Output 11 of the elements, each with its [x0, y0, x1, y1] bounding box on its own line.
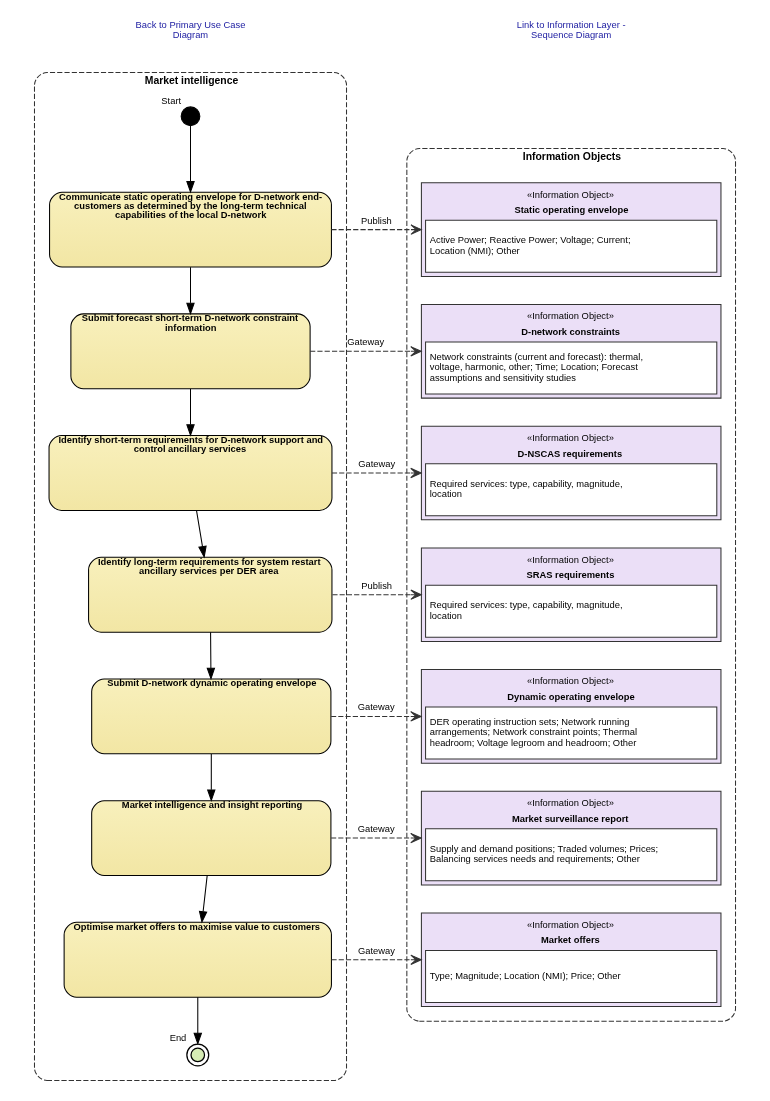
- edge-label: Gateway: [357, 702, 395, 713]
- edge-label: Gateway: [347, 337, 385, 348]
- node-label: Start: [161, 95, 182, 106]
- edge-label: Publish: [361, 215, 392, 226]
- edge-label: Gateway: [357, 824, 395, 835]
- label: Link to Information Layer - Sequence Diagram: [516, 20, 626, 41]
- edge-label: Publish: [361, 580, 393, 591]
- edge-label: Gateway: [357, 945, 395, 956]
- node-label: End: [169, 1033, 187, 1044]
- label: Back to Primary Use Case Diagram: [135, 20, 246, 41]
- edge-label: Gateway: [358, 458, 396, 469]
